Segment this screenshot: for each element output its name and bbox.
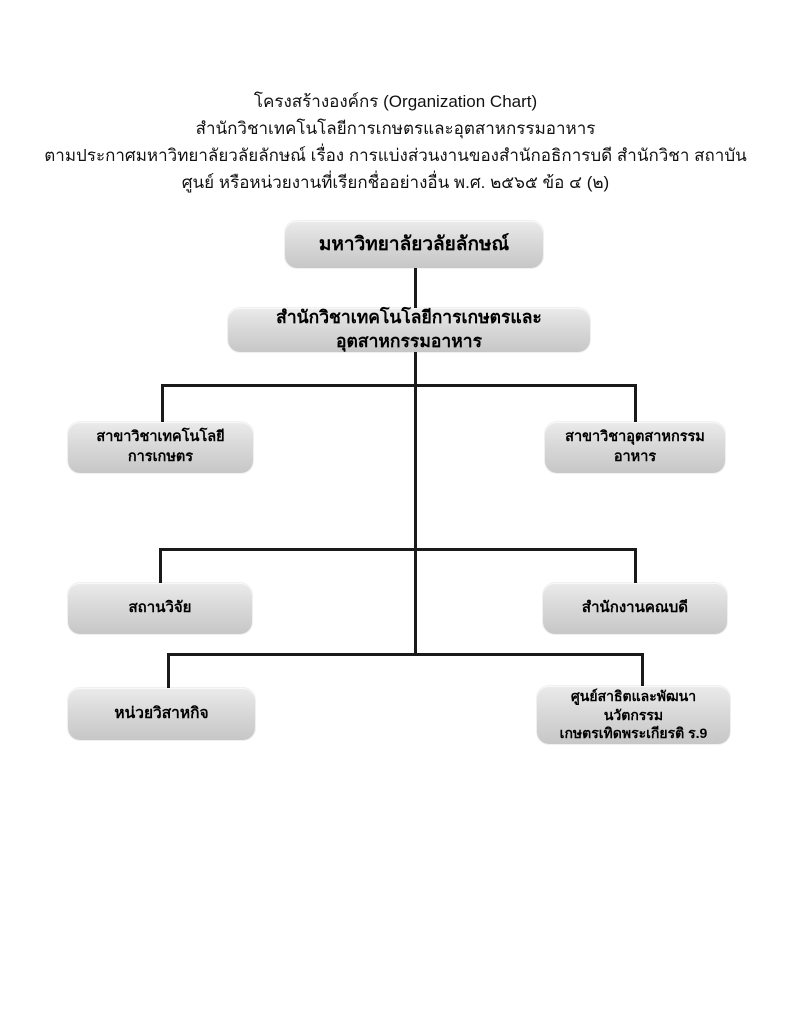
node-royal-center: ศูนย์สาธิตและพัฒนานวัตกรรม เกษตรเทิดพระเ… <box>537 686 730 744</box>
title-line-4: ศูนย์ หรือหน่วยงานที่เรียกชื่ออย่างอื่น … <box>181 173 610 192</box>
node-dean-office: สำนักงานคณบดี <box>543 583 727 634</box>
node-research-label: สถานวิจัย <box>128 599 192 617</box>
connector-row4-horizontal <box>159 548 637 551</box>
node-research: สถานวิจัย <box>68 583 252 634</box>
connector-row3-right-stub <box>634 384 637 422</box>
connector-row5-horizontal <box>167 653 644 656</box>
connector-row4-right-stub <box>634 548 637 583</box>
title-line-1: โครงสร้างองค์กร (Organization Chart) <box>253 92 538 111</box>
node-royal-center-label-line1: ศูนย์สาธิตและพัฒนานวัตกรรม <box>570 687 697 723</box>
connector-row3-horizontal <box>161 384 637 387</box>
chart-title-block: โครงสร้างองค์กร (Organization Chart) สำน… <box>0 88 791 196</box>
title-line-3: ตามประกาศมหาวิทยาลัยวลัยลักษณ์ เรื่อง กา… <box>44 146 747 165</box>
connector-row4-left-stub <box>159 548 162 583</box>
connector-row5-right-stub <box>641 653 644 686</box>
node-enterprise-label: หน่วยวิสาหกิจ <box>114 704 209 722</box>
node-agri-tech-label: สาขาวิชาเทคโนโลยีการเกษตร <box>96 428 225 465</box>
node-school-label: สำนักวิชาเทคโนโลยีการเกษตรและอุตสาหกรรมอ… <box>276 307 542 351</box>
node-school: สำนักวิชาเทคโนโลยีการเกษตรและอุตสาหกรรมอ… <box>228 307 590 352</box>
connector-university-school <box>414 268 417 308</box>
node-enterprise: หน่วยวิสาหกิจ <box>68 688 255 740</box>
node-agri-tech: สาขาวิชาเทคโนโลยีการเกษตร <box>68 422 253 473</box>
connector-row3-left-stub <box>161 384 164 422</box>
connector-central-spine <box>414 352 417 655</box>
node-dean-office-label: สำนักงานคณบดี <box>581 599 689 617</box>
node-food-industry: สาขาวิชาอุตสาหกรรมอาหาร <box>545 422 725 473</box>
node-university-label: มหาวิทยาลัยวลัยลักษณ์ <box>318 233 510 255</box>
node-food-industry-label: สาขาวิชาอุตสาหกรรมอาหาร <box>565 428 705 465</box>
title-line-2: สำนักวิชาเทคโนโลยีการเกษตรและอุตสาหกรรมอ… <box>195 119 596 138</box>
connector-row5-left-stub <box>167 653 170 688</box>
node-university: มหาวิทยาลัยวลัยลักษณ์ <box>285 221 543 268</box>
node-royal-center-label-line2: เกษตรเทิดพระเกียรติ ร.9 <box>559 725 708 742</box>
